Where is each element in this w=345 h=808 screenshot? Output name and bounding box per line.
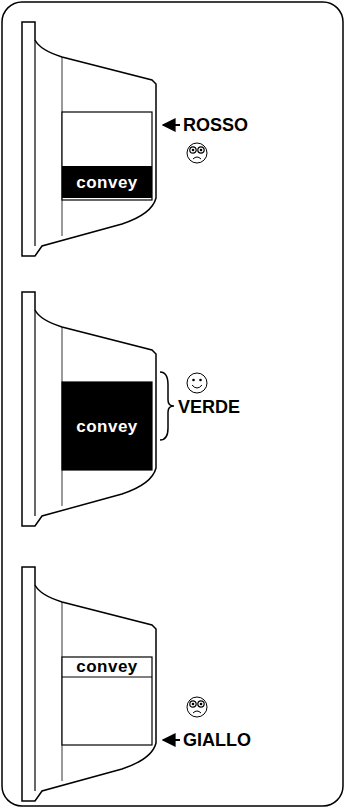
pointer-arrow <box>163 739 180 741</box>
band-text: convey <box>76 418 138 435</box>
indicator-band <box>62 166 152 198</box>
band-text: convey <box>76 174 138 191</box>
flange-edge <box>34 310 35 516</box>
window <box>62 382 152 470</box>
part-outline <box>22 567 156 801</box>
window <box>62 112 152 200</box>
band-text: convey <box>76 658 138 675</box>
nozzle-part <box>22 567 156 801</box>
window <box>62 657 152 745</box>
flange-edge <box>34 40 35 246</box>
happy-face <box>187 373 207 393</box>
indicator-band <box>62 382 152 470</box>
color-label: VERDE <box>178 398 240 416</box>
part-outline <box>22 22 156 256</box>
color-label: ROSSO <box>183 116 248 134</box>
sad-face <box>187 697 207 717</box>
nozzle-part <box>22 292 156 526</box>
sad-face <box>187 143 207 163</box>
nozzle-part <box>22 22 156 256</box>
flange-edge <box>34 585 35 791</box>
part-outline <box>22 292 156 526</box>
pointer-arrow <box>163 124 180 126</box>
bracket <box>160 372 174 440</box>
color-label: GIALLO <box>183 731 251 749</box>
indicator-band-edge <box>62 677 152 678</box>
